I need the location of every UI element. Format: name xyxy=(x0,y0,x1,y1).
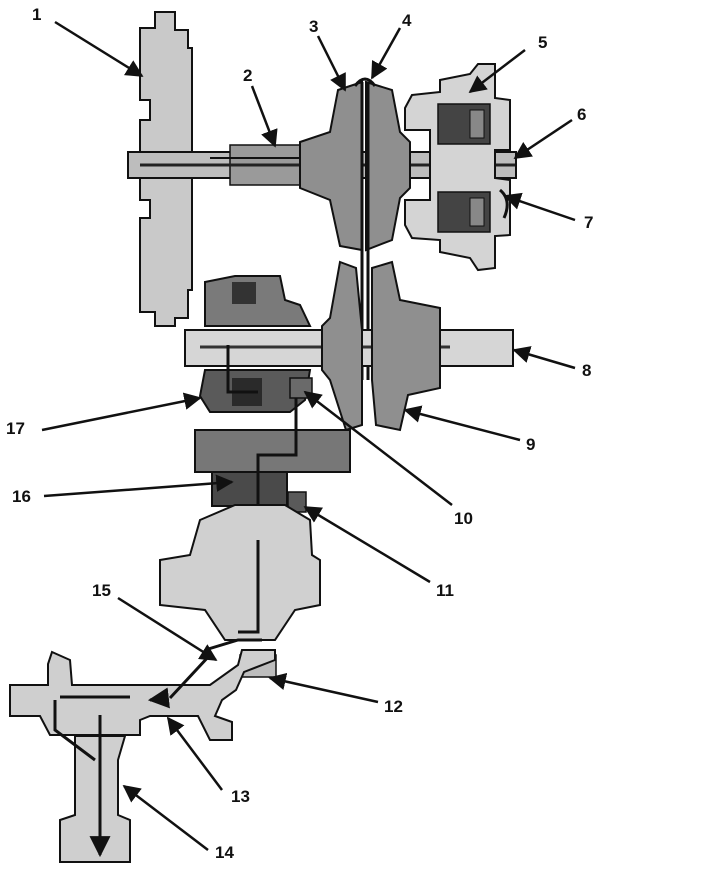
callout-15: 15 xyxy=(92,581,111,600)
leader-2 xyxy=(250,85,278,148)
leader-17 xyxy=(41,392,202,432)
transfer-assembly xyxy=(9,638,276,741)
leader-16 xyxy=(43,474,234,498)
leader-8 xyxy=(512,346,576,370)
callout-4: 4 xyxy=(402,11,412,30)
callout-7: 7 xyxy=(584,213,594,232)
leader-9 xyxy=(403,405,521,442)
callout-11: 11 xyxy=(436,581,454,600)
callout-2: 2 xyxy=(243,66,253,85)
start-clutch xyxy=(198,275,312,413)
callout-16: 16 xyxy=(12,487,31,506)
callout-17: 17 xyxy=(6,419,25,438)
leader-7 xyxy=(503,192,576,222)
leader-6 xyxy=(513,118,573,160)
driven-pulley xyxy=(321,260,441,432)
callout-5: 5 xyxy=(538,33,548,52)
leader-4 xyxy=(370,27,402,80)
forward-clutch-assembly xyxy=(404,63,511,272)
callout-9: 9 xyxy=(526,435,536,454)
drive-pulley xyxy=(299,80,411,252)
leader-10 xyxy=(303,390,453,506)
callout-1: 1 xyxy=(32,5,42,24)
leader-1 xyxy=(54,20,144,78)
leader-15 xyxy=(117,596,218,662)
leader-14 xyxy=(122,784,209,851)
leader-12 xyxy=(268,672,379,704)
callout-12: 12 xyxy=(384,697,403,716)
leader-3 xyxy=(316,35,347,92)
callout-14: 14 xyxy=(215,843,234,862)
callout-3: 3 xyxy=(309,17,319,36)
callout-13: 13 xyxy=(231,787,250,806)
differential xyxy=(159,504,321,678)
leader-13 xyxy=(166,716,223,791)
callout-10: 10 xyxy=(454,509,473,528)
rear-output-shaft xyxy=(53,700,131,863)
callout-8: 8 xyxy=(582,361,592,380)
leader-5 xyxy=(468,49,526,94)
leader-lines xyxy=(41,20,576,851)
secondary-gear-train xyxy=(194,377,351,540)
callout-6: 6 xyxy=(577,105,587,124)
leader-11 xyxy=(303,505,431,584)
